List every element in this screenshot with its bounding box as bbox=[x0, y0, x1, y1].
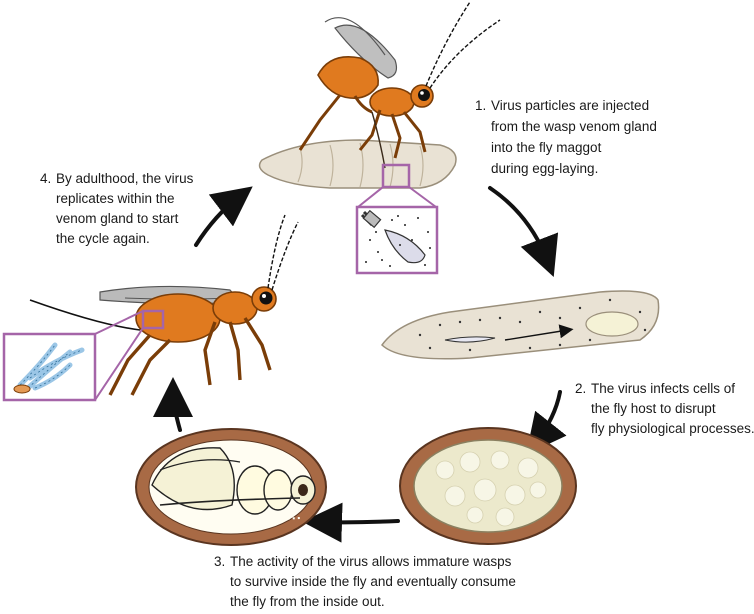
step-2-label: 2. The virus infects cells of the fly ho… bbox=[575, 381, 754, 436]
step-4-line-1: By adulthood, the virus bbox=[56, 171, 194, 186]
step-2-line-1: The virus infects cells of bbox=[591, 381, 735, 396]
step-1-line-3: into the fly maggot bbox=[491, 140, 602, 155]
step-2-line-2: the fly host to disrupt bbox=[591, 401, 716, 416]
wasp-top bbox=[298, 1, 501, 169]
puparium-bottom-left bbox=[135, 428, 327, 546]
inset-virus-injection bbox=[355, 163, 439, 275]
infected-fly-maggot bbox=[381, 290, 660, 360]
cycle-arrows bbox=[153, 186, 567, 543]
step-1-line-1: Virus particles are injected bbox=[491, 98, 649, 113]
puparium-bottom-right bbox=[399, 427, 577, 545]
step-4-label: 4. By adulthood, the virus replicates wi… bbox=[40, 171, 194, 246]
step-4-line-3: venom gland to start bbox=[56, 211, 179, 226]
step-1-label: 1. Virus particles are injected from the… bbox=[475, 98, 657, 176]
arrow-step5-to-step1 bbox=[194, 186, 253, 247]
inset-venom-gland bbox=[2, 309, 165, 402]
fly-maggot-top bbox=[258, 139, 457, 189]
step-1-line-2: from the wasp venom gland bbox=[491, 119, 657, 134]
arrow-step3-to-step4 bbox=[302, 502, 400, 543]
step-4-number: 4. bbox=[40, 171, 51, 186]
step-3-label: 3. The activity of the virus allows imma… bbox=[214, 554, 516, 609]
arrow-step4-to-step5 bbox=[153, 377, 194, 432]
step-2-line-3: fly physiological processes. bbox=[591, 421, 754, 436]
step-3-line-2: to survive inside the fly and eventually… bbox=[230, 574, 516, 589]
step-4-line-2: replicates within the bbox=[56, 191, 175, 206]
step-1-line-4: during egg-laying. bbox=[491, 161, 598, 176]
step-3-line-1: The activity of the virus allows immatur… bbox=[230, 554, 512, 569]
step-3-line-3: the fly from the inside out. bbox=[230, 594, 385, 609]
arrow-step1-to-step2 bbox=[488, 186, 559, 277]
step-2-number: 2. bbox=[575, 381, 586, 396]
adult-wasp bbox=[29, 214, 299, 396]
step-4-line-4: the cycle again. bbox=[56, 231, 150, 246]
step-1-number: 1. bbox=[475, 98, 486, 113]
arrow-step2-to-step3 bbox=[526, 390, 567, 455]
step-3-number: 3. bbox=[214, 554, 225, 569]
